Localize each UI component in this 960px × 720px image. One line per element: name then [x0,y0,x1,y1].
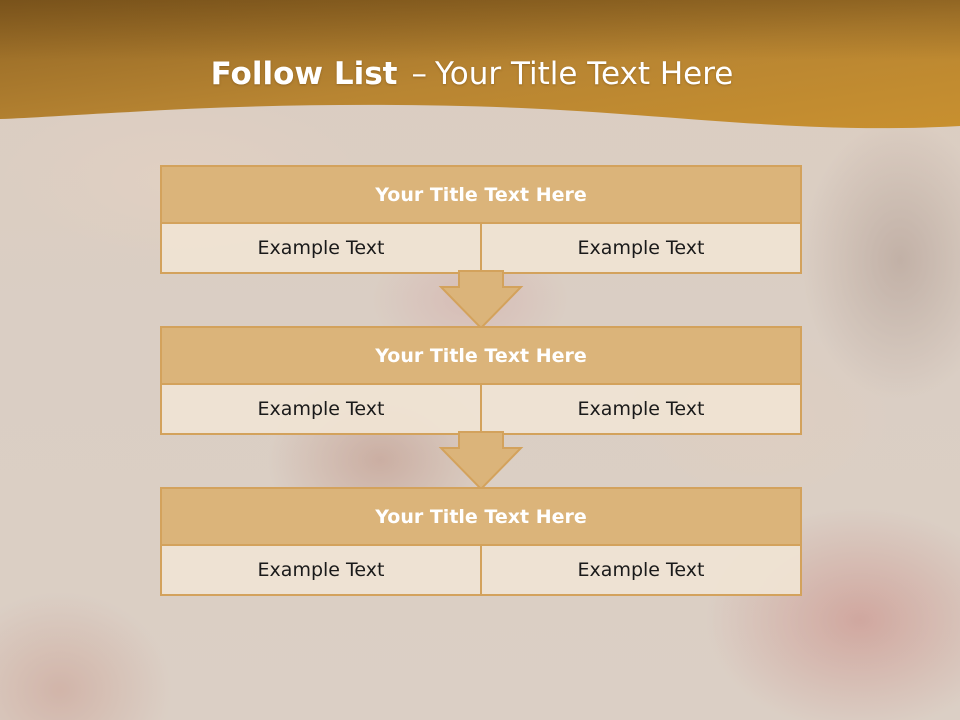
step-block-1: Your Title Text Here Example Text Exampl… [160,165,802,274]
title-bold: Follow List [210,56,398,92]
title-rest: Your Title Text Here [434,56,734,92]
step-block-3: Your Title Text Here Example Text Exampl… [160,487,802,596]
step-cell-left: Example Text [162,385,480,433]
step-title: Your Title Text Here [162,167,800,224]
step-row: Example Text Example Text [162,546,800,594]
step-row: Example Text Example Text [162,224,800,272]
step-cell-right: Example Text [480,224,800,272]
page-title: Follow List–Your Title Text Here [0,56,944,92]
header-band [0,0,960,129]
step-cell-right: Example Text [480,385,800,433]
step-block-2: Your Title Text Here Example Text Exampl… [160,326,802,435]
step-title: Your Title Text Here [162,328,800,385]
down-arrow-icon [438,270,524,330]
step-cell-left: Example Text [162,224,480,272]
step-cell-left: Example Text [162,546,480,594]
title-separator: – [411,56,427,92]
step-title: Your Title Text Here [162,489,800,546]
down-arrow-icon [438,431,524,491]
step-row: Example Text Example Text [162,385,800,433]
step-cell-right: Example Text [480,546,800,594]
